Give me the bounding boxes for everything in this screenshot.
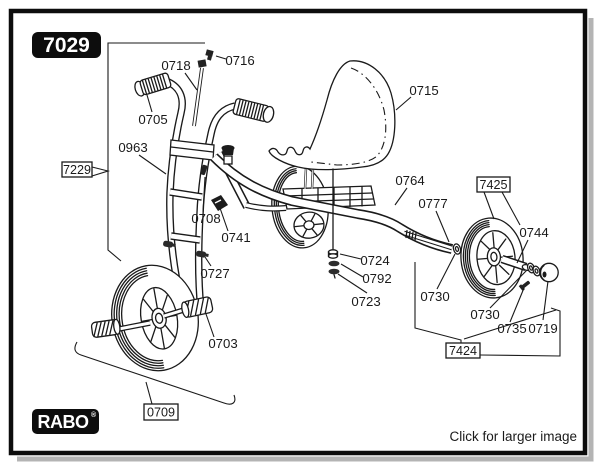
leader-0708 (202, 176, 206, 213)
leader-0963 (138, 154, 167, 175)
model-badge-text: 7029 (43, 34, 90, 57)
leader-0792 (340, 263, 364, 278)
part-label-0963: 0963 (118, 140, 147, 155)
larger-image-link[interactable]: Click for larger image (449, 429, 577, 444)
left-pedal (90, 318, 121, 338)
frame-shadow (17, 18, 594, 462)
group-label-box-7229 (61, 161, 93, 178)
part-label-0703: 0703 (208, 336, 237, 351)
part-label-0724: 0724 (360, 253, 389, 268)
part-label-0715: 0715 (409, 83, 438, 98)
brand-logo-text: RABO (38, 412, 89, 432)
leader-0723 (337, 273, 368, 294)
part-label-0708: 0708 (191, 211, 220, 226)
part-label-0730-left: 0730 (420, 289, 449, 304)
right-handgrip (232, 98, 275, 123)
group-label-box-0709 (143, 403, 179, 421)
left-handgrip (134, 72, 172, 97)
part-label-0719: 0719 (528, 321, 557, 336)
leader-0705 (146, 94, 153, 113)
group-bracket-7424 (414, 262, 561, 357)
group-label-0709: 0709 (147, 406, 175, 420)
cap-nut-0716 (205, 49, 214, 61)
group-label-7425: 7425 (479, 178, 507, 192)
model-badge: 7029 (32, 32, 101, 58)
stem-bolt (192, 49, 214, 127)
leader-0730-right (489, 269, 528, 309)
leader-0724 (339, 253, 362, 260)
nut-0723 (328, 268, 340, 279)
fork-bolt-0727 (196, 250, 209, 258)
washer-0792 (328, 260, 340, 267)
seat (268, 60, 396, 171)
leader-0730-left (436, 253, 456, 290)
rear-axle-parts (500, 254, 559, 291)
part-label-0777: 0777 (418, 196, 447, 211)
hub-cap-0719 (539, 262, 559, 283)
seat-posts (303, 167, 315, 190)
part-label-0727: 0727 (200, 266, 229, 281)
leader-0727 (204, 256, 212, 267)
rear-right-wheel (460, 217, 524, 299)
group-label-7229: 7229 (63, 163, 91, 177)
leader-0735 (509, 287, 525, 323)
leader-0741 (219, 207, 229, 232)
part-label-0764: 0764 (395, 173, 424, 188)
axle-rod-0777 (403, 229, 462, 255)
seat-bolt-parts (327, 168, 340, 279)
part-label-0744: 0744 (519, 225, 548, 240)
leader-7425-1 (501, 191, 521, 226)
part-label-0741: 0741 (221, 230, 250, 245)
part-label-0718: 0718 (161, 58, 190, 73)
washer-outer (532, 265, 541, 277)
stem-bolt-tip (197, 59, 207, 68)
leader-0715 (395, 96, 412, 111)
registered-mark: ® (91, 411, 97, 419)
front-wheel (111, 264, 199, 372)
leader-0719 (542, 280, 549, 321)
frame-clamp-0741 (211, 195, 228, 211)
part-label-0723: 0723 (351, 294, 380, 309)
fork-bolt-left (163, 240, 176, 248)
washer-0724 (327, 249, 339, 259)
group-bracket-7229 (91, 42, 205, 262)
right-pedal (181, 296, 214, 319)
part-label-0792: 0792 (362, 271, 391, 286)
fork-assembly (164, 77, 237, 312)
leader-0709 (145, 381, 153, 405)
part-label-0705: 0705 (138, 112, 167, 127)
leader-0716 (215, 55, 227, 60)
part-label-0730-right: 0730 (470, 307, 499, 322)
group-label-box-7425 (476, 176, 511, 193)
leader-0718 (184, 72, 198, 91)
leader-0744 (516, 239, 529, 264)
group-bracket-0709 (74, 341, 236, 405)
frame-cap (221, 145, 235, 165)
leader-0777 (435, 210, 450, 243)
part-label-0735: 0735 (497, 321, 526, 336)
part-label-0716: 0716 (225, 53, 254, 68)
leader-0703 (205, 313, 215, 338)
fork-pin-0708 (200, 164, 208, 176)
group-label-box-7424 (445, 342, 481, 359)
leader-0764 (394, 187, 408, 206)
group-label-7424: 7424 (449, 344, 477, 358)
washer-0730-left (452, 243, 462, 255)
brand-logo: RABO ® (32, 409, 99, 434)
leader-7425 (483, 191, 495, 220)
